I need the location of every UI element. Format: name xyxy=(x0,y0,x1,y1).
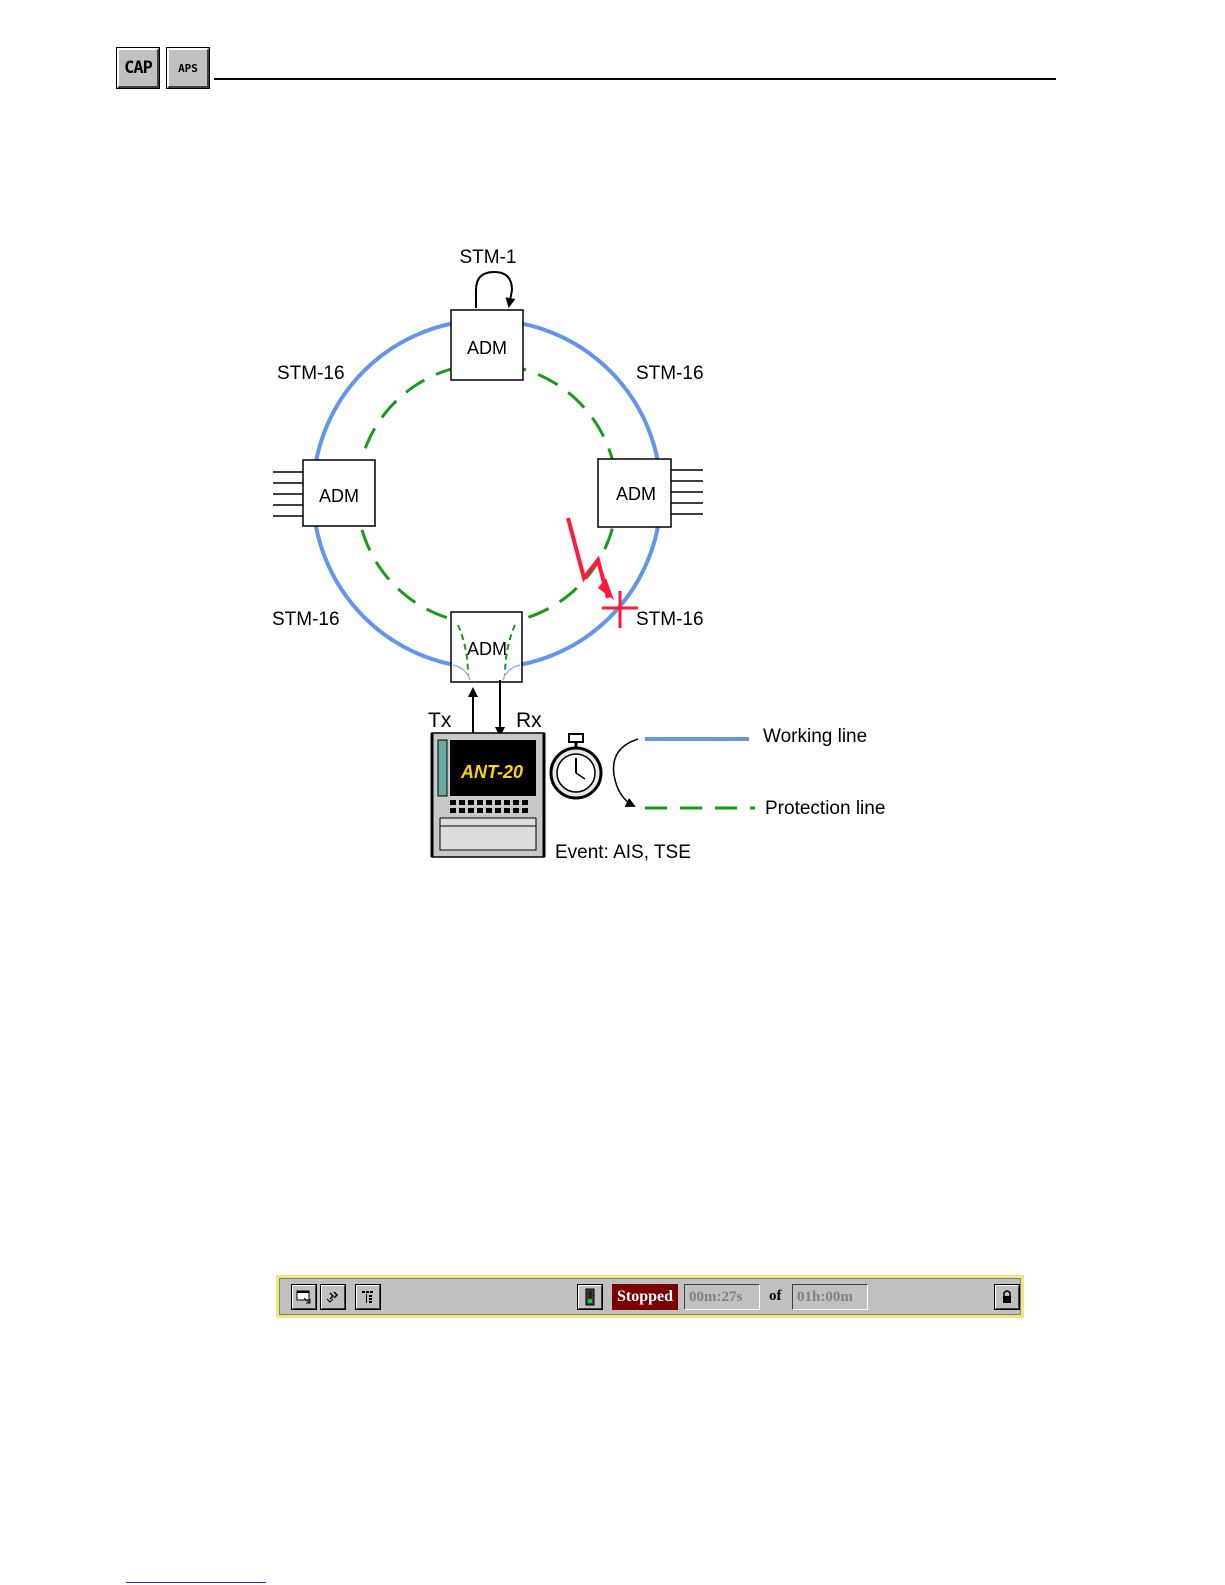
lock-icon[interactable] xyxy=(995,1285,1019,1309)
window-switch-icon[interactable] xyxy=(292,1285,316,1309)
ring-diagram: ADM ADM ADM ADM STM-1 STM-16 STM-16 STM-… xyxy=(0,0,1225,900)
fault-lightning-icon xyxy=(568,518,638,628)
fast-forward-icon[interactable] xyxy=(321,1285,345,1309)
stm16-label-top-right: STM-16 xyxy=(636,363,704,384)
stopwatch-icon xyxy=(551,734,601,798)
tree-icon[interactable] xyxy=(356,1285,380,1309)
adm-node-top: ADM xyxy=(451,310,523,380)
status-bar-inner: Stopped 00m:27s of 01h:00m xyxy=(279,1278,1021,1315)
adm-node-right: ADM xyxy=(598,459,671,527)
elapsed-time-field: 00m:27s xyxy=(684,1284,760,1310)
tx-label: Tx xyxy=(428,709,452,732)
footer-rule xyxy=(126,1582,266,1583)
stm16-label-bottom-right: STM-16 xyxy=(636,609,704,630)
traffic-light-icon[interactable] xyxy=(578,1285,602,1309)
status-bar: Stopped 00m:27s of 01h:00m xyxy=(276,1275,1024,1318)
of-label: of xyxy=(769,1288,782,1305)
switchover-arrow xyxy=(614,739,639,806)
status-badge: Stopped xyxy=(612,1284,678,1310)
svg-text:ANT-20: ANT-20 xyxy=(460,762,523,782)
svg-text:ADM: ADM xyxy=(467,338,507,358)
svg-text:ADM: ADM xyxy=(467,639,507,659)
svg-text:ADM: ADM xyxy=(616,484,656,504)
stm16-label-bottom-left: STM-16 xyxy=(272,609,340,630)
total-time-field[interactable]: 01h:00m xyxy=(792,1284,868,1310)
adm-node-bottom: ADM xyxy=(451,612,522,682)
ant20-instrument-icon: ANT-20 xyxy=(432,733,544,857)
stm1-label: STM-1 xyxy=(460,247,517,268)
svg-text:ADM: ADM xyxy=(319,486,359,506)
legend-working-label: Working line xyxy=(763,726,867,747)
protection-ring xyxy=(357,364,617,624)
adm-node-left: ADM xyxy=(303,460,375,526)
stm1-loop xyxy=(476,272,512,308)
event-label: Event: AIS, TSE xyxy=(555,842,691,863)
legend-protection-label: Protection line xyxy=(765,798,885,819)
right-tributaries xyxy=(671,470,703,514)
left-tributaries xyxy=(273,472,303,516)
rx-label: Rx xyxy=(516,709,542,732)
stm16-label-top-left: STM-16 xyxy=(277,363,345,384)
